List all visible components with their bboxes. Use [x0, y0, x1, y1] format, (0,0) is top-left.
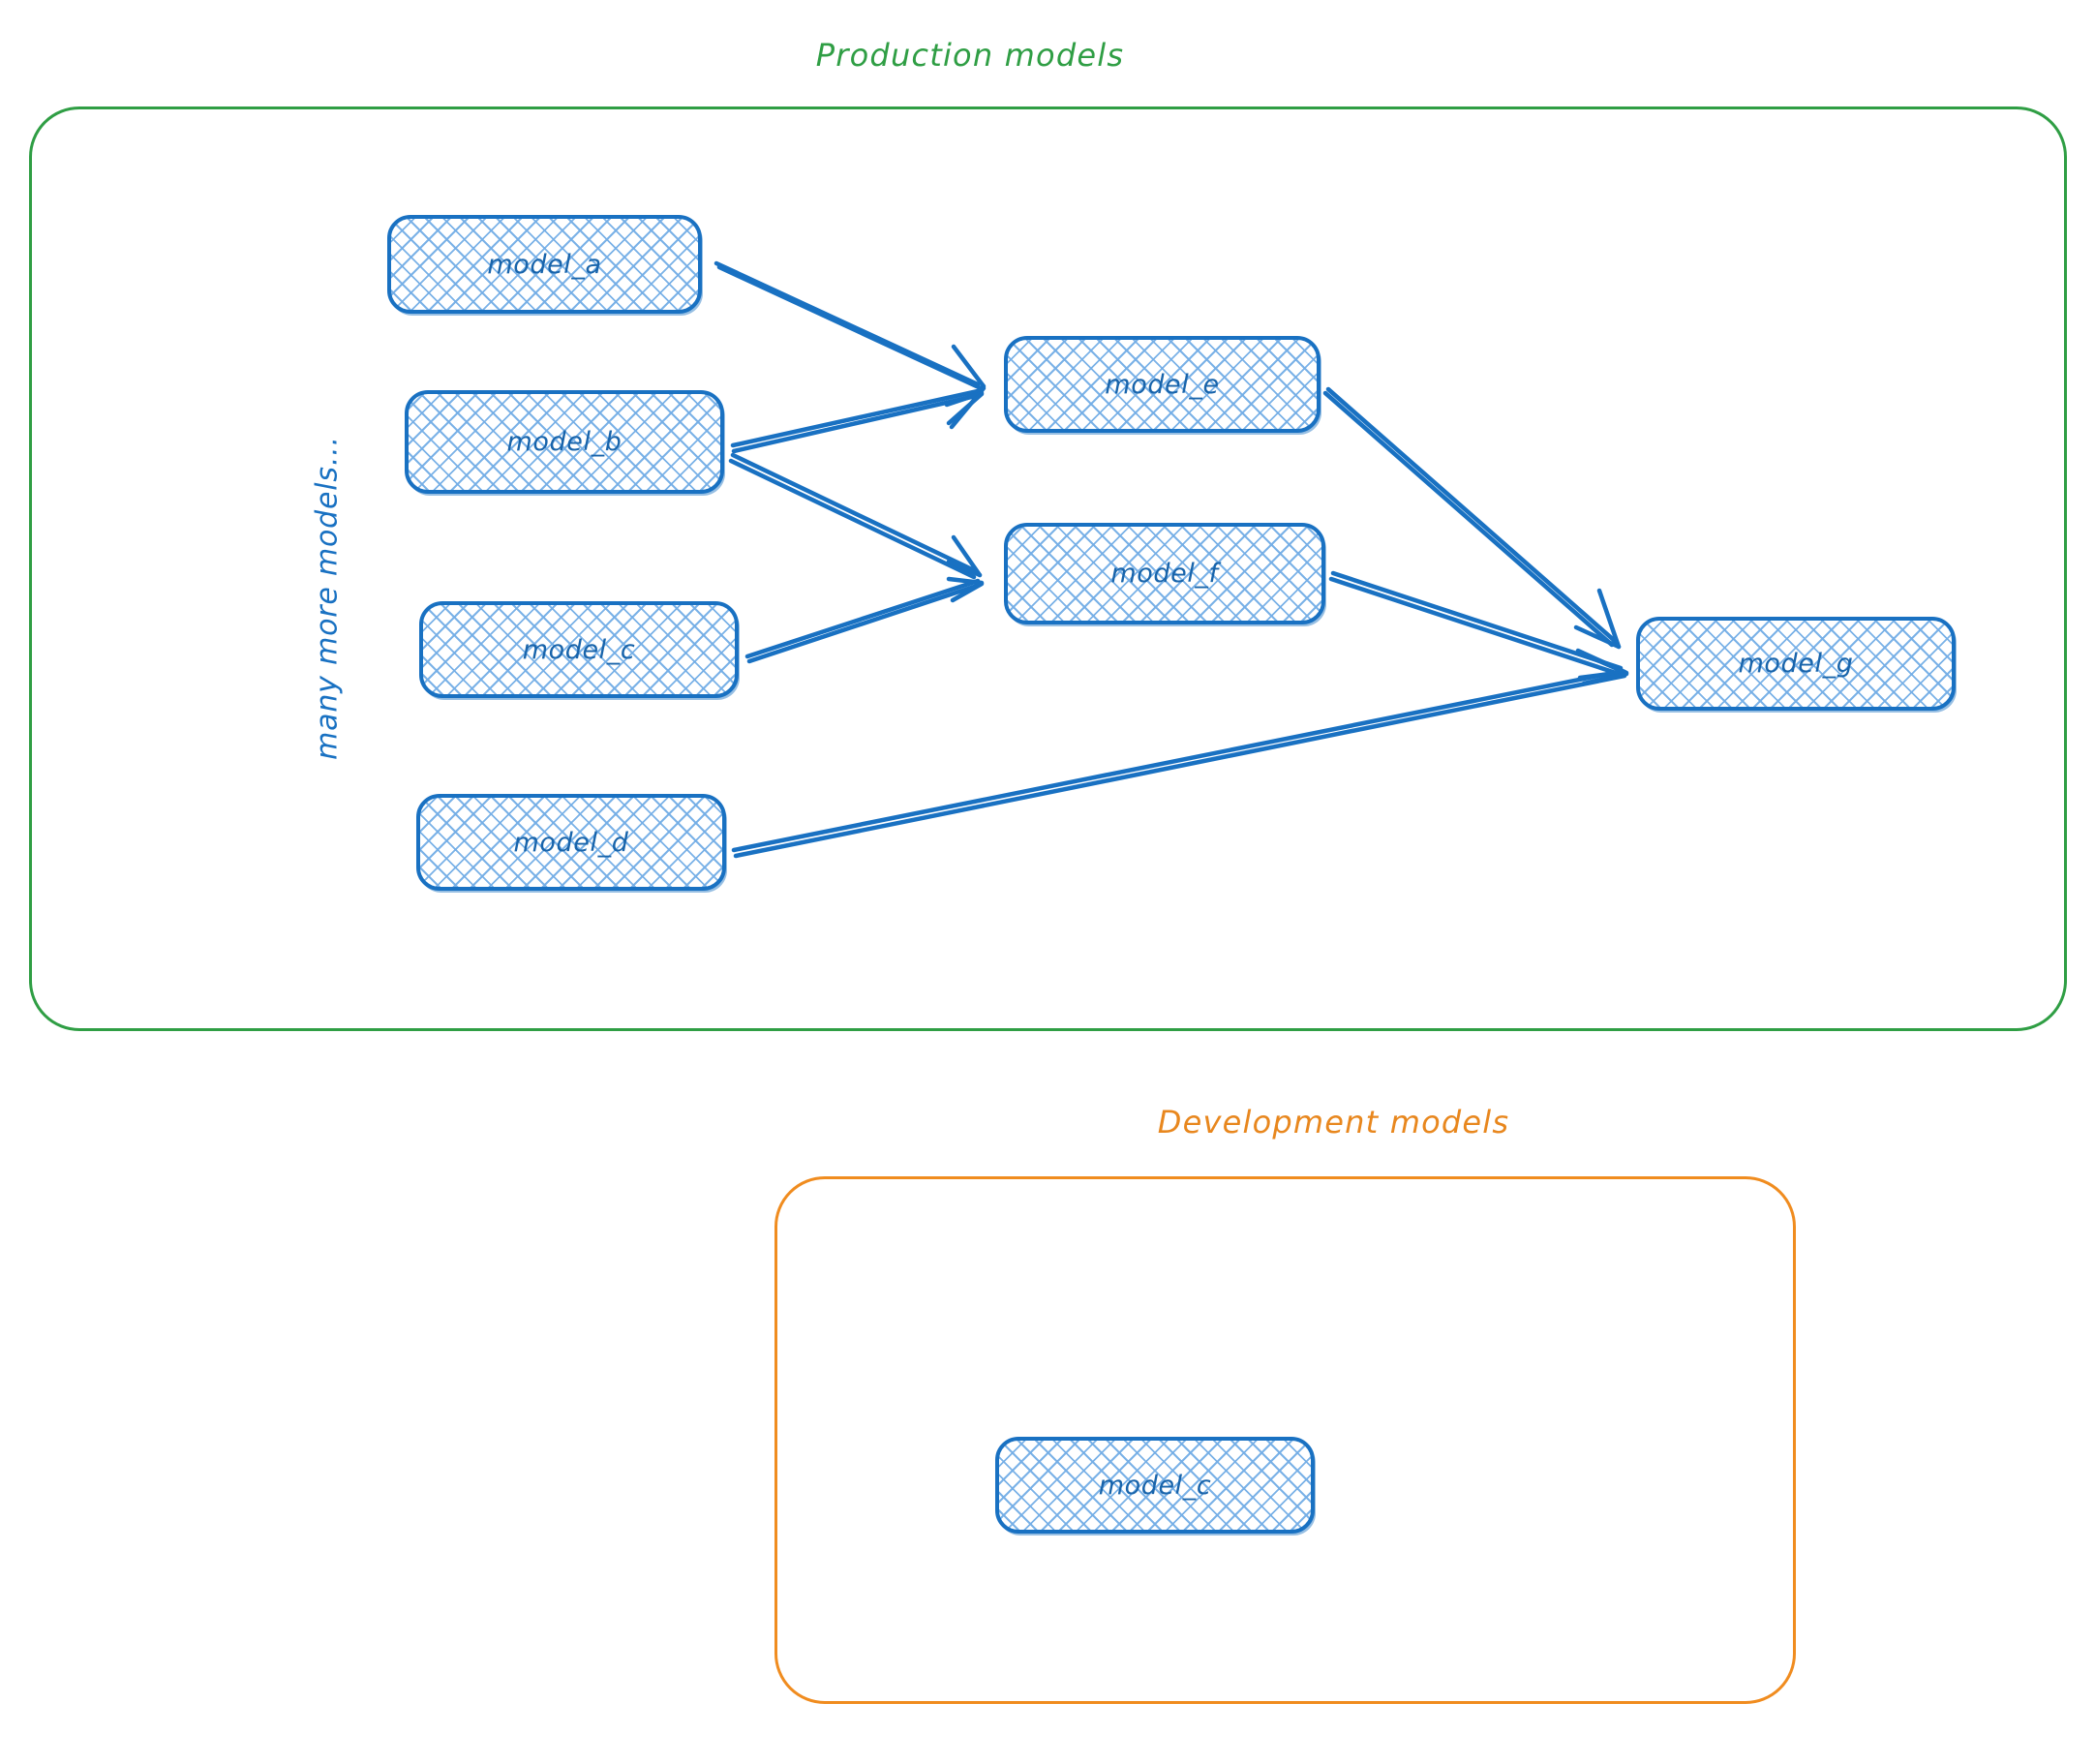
node-model-a-label: model_a: [487, 249, 602, 280]
node-model-b-label: model_b: [506, 427, 622, 457]
development-group-title: Development models: [1157, 1104, 1510, 1141]
development-group-container: [774, 1176, 1796, 1704]
node-model-b[interactable]: model_b: [405, 390, 724, 494]
node-model-c-label: model_c: [522, 634, 636, 665]
node-model-c[interactable]: model_c: [419, 601, 739, 698]
production-group-title: Production models: [815, 37, 1125, 74]
node-dev-model-c-label: model_c: [1098, 1470, 1212, 1501]
node-model-e[interactable]: model_e: [1004, 336, 1321, 433]
node-model-d-label: model_d: [513, 827, 629, 858]
node-dev-model-c[interactable]: model_c: [995, 1437, 1315, 1534]
production-group-container: [29, 106, 2067, 1031]
node-model-d[interactable]: model_d: [416, 794, 726, 891]
node-model-e-label: model_e: [1105, 369, 1220, 400]
many-more-models-annotation: many more models...: [310, 436, 345, 760]
node-model-f[interactable]: model_f: [1004, 523, 1325, 624]
node-model-a[interactable]: model_a: [387, 215, 702, 314]
node-model-g-label: model_g: [1738, 649, 1854, 679]
node-model-g[interactable]: model_g: [1636, 617, 1956, 711]
node-model-f-label: model_f: [1110, 559, 1219, 589]
